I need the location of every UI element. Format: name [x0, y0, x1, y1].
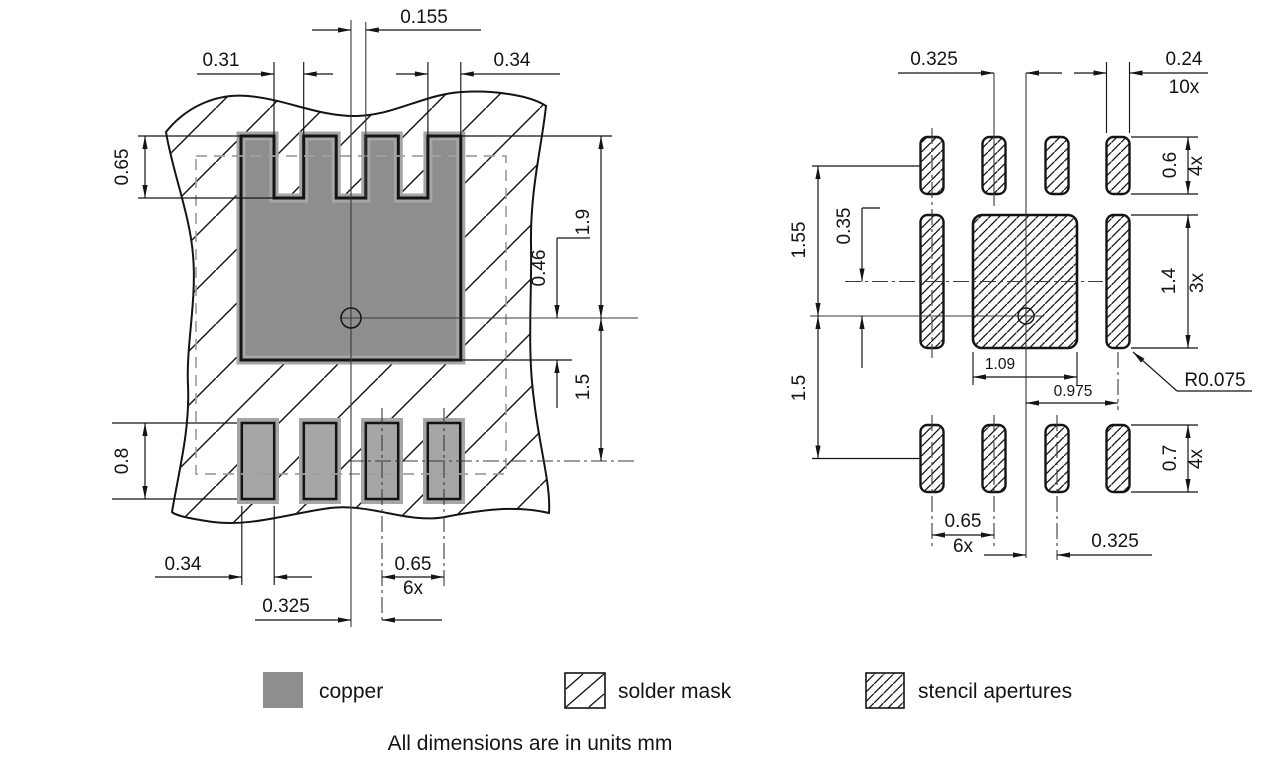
legend-stencil-apertures-label: stencil apertures — [918, 680, 1072, 703]
stencil-apertures-swatch — [865, 672, 905, 709]
dim-center-offset: 0.325 — [262, 596, 310, 617]
dim-top-center-offset: 0.325 — [910, 49, 958, 70]
dim-bottom-center-offset: 0.325 — [1091, 531, 1139, 552]
dim-bottom-aperture-height-count: 4x — [1186, 448, 1207, 469]
dim-center-to-side-column: 0.975 — [1054, 383, 1093, 400]
right-view-dimensions: 0.325 0.24 10x 0.6 4x 1.4 3x 0.7 4x 1.55… — [789, 49, 1252, 558]
left-view-dimensions: 0.155 0.31 0.34 0.65 1.9 0.46 1.5 0.8 — [112, 7, 604, 623]
dim-tall-aperture-height-count: 3x — [1187, 272, 1208, 293]
dim-notch-width: 0.31 — [203, 50, 240, 71]
dim-bottom-row-to-center: 1.5 — [789, 375, 810, 401]
dim-copper-top-to-center: 1.9 — [573, 209, 594, 235]
stencil-aperture-bottom-4 — [1105, 423, 1131, 494]
center-mark-right — [1017, 307, 1035, 325]
copper-pad-1 — [240, 421, 276, 501]
solder-mask-swatch — [564, 672, 606, 709]
dim-aperture-center-offset: 0.35 — [834, 208, 855, 245]
dim-notch-depth: 0.65 — [112, 149, 133, 186]
dim-tall-aperture-height: 1.4 — [1159, 267, 1180, 294]
dim-bottom-aperture-height: 0.7 — [1160, 445, 1181, 471]
dim-top-row-to-center: 1.55 — [789, 222, 810, 259]
copper-pad-2 — [302, 421, 338, 501]
dim-center-to-pad-row: 1.5 — [573, 374, 594, 400]
center-mark — [340, 307, 362, 329]
stencil-aperture-side-right — [1105, 213, 1131, 350]
stencil-aperture-top-4 — [1105, 135, 1131, 196]
stencil-aperture-top-3 — [1044, 135, 1070, 196]
legend: copper solder mask stencil apertures — [263, 672, 1072, 709]
dim-pad-pitch-count: 6x — [403, 578, 424, 599]
right-view: 0.325 0.24 10x 0.6 4x 1.4 3x 0.7 4x 1.55… — [789, 49, 1252, 560]
copper-swatch — [263, 672, 303, 708]
dim-corner-radius: R0.075 — [1184, 370, 1245, 391]
dim-center-to-copper-bottom: 0.46 — [529, 250, 550, 287]
dim-bottom-pitch: 0.65 — [945, 511, 982, 532]
dim-notch-half-offset: 0.155 — [400, 7, 448, 28]
dim-bottom-pitch-count: 6x — [953, 536, 974, 557]
dim-pad-pitch: 0.65 — [395, 554, 432, 575]
dim-pad-width: 0.34 — [165, 554, 202, 575]
units-note: All dimensions are in units mm — [388, 732, 673, 755]
dim-top-aperture-height: 0.6 — [1160, 152, 1181, 178]
dim-aperture-width: 0.24 — [1166, 49, 1203, 70]
dim-top-aperture-height-count: 4x — [1186, 155, 1207, 176]
stencil-apertures — [919, 135, 1131, 494]
dim-center-aperture-width: 1.09 — [985, 356, 1015, 373]
dim-aperture-width-count: 10x — [1169, 77, 1200, 98]
dim-pad-height: 0.8 — [112, 448, 133, 474]
legend-copper-label: copper — [319, 680, 383, 703]
legend-solder-mask-label: solder mask — [618, 680, 732, 703]
dim-tooth-width: 0.34 — [494, 50, 531, 71]
left-view: 0.155 0.31 0.34 0.65 1.9 0.46 1.5 0.8 — [112, 7, 638, 627]
